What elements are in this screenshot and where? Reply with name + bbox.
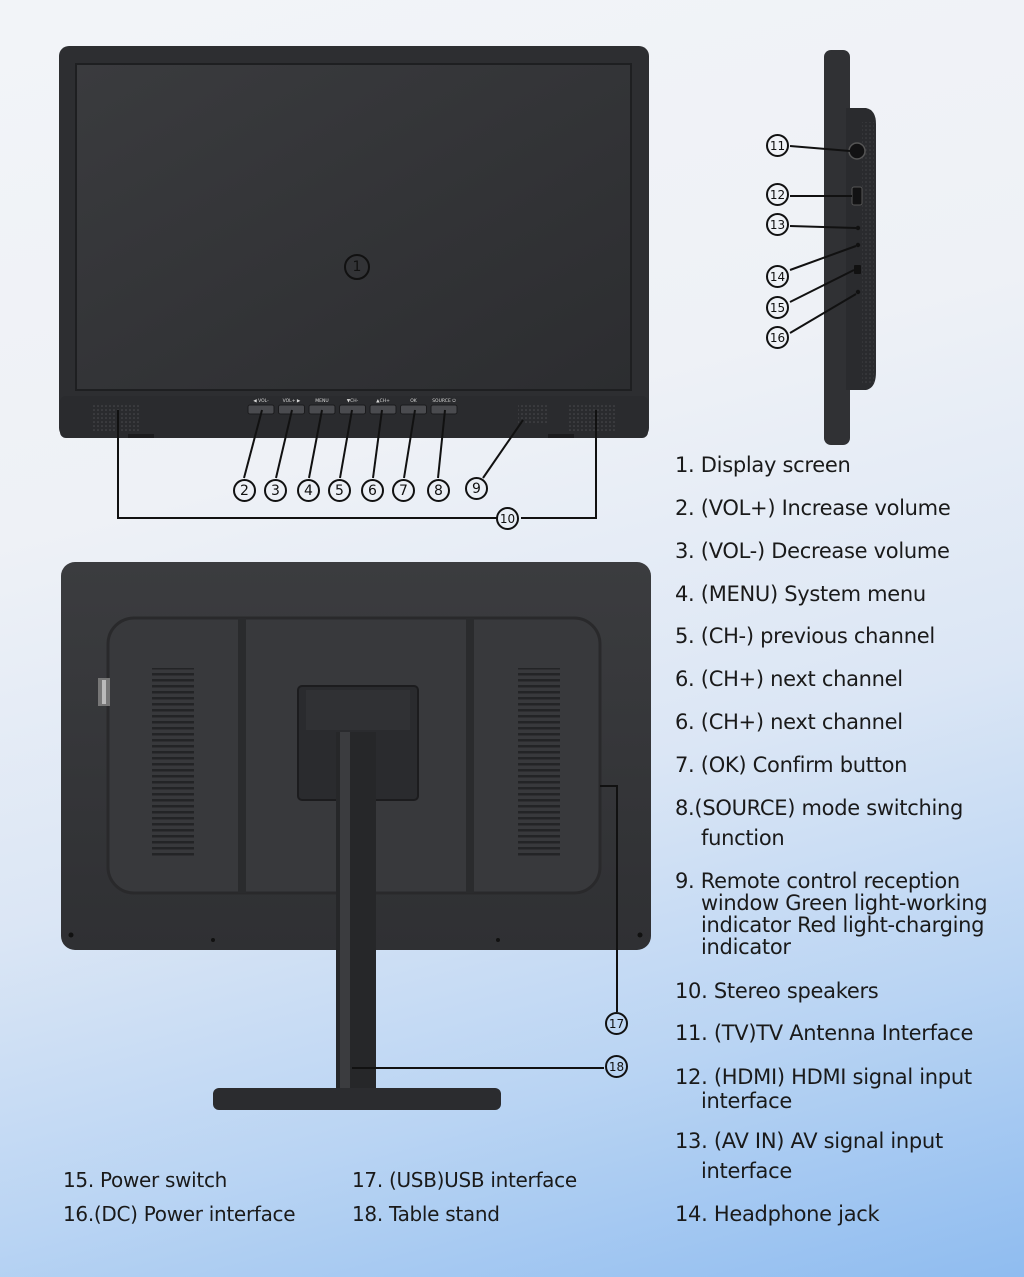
callout-17: 17 bbox=[605, 1012, 628, 1035]
spec-9: 9. Remote control reception window Green… bbox=[675, 869, 988, 959]
callout-11: 11 bbox=[766, 134, 789, 157]
callout-16: 16 bbox=[766, 326, 789, 349]
callout-18: 18 bbox=[605, 1055, 628, 1078]
front-button-5 bbox=[339, 404, 366, 415]
spec-13: 13. (AV IN) AV signal input interface bbox=[675, 1129, 943, 1183]
side-view-tv bbox=[824, 50, 876, 445]
front-speaker-left bbox=[92, 403, 140, 431]
side-callout-lines bbox=[789, 145, 857, 334]
front-button-label: SOURCE ⏻ bbox=[432, 398, 456, 404]
callout-5: 5 bbox=[328, 479, 351, 502]
front-callout-lines bbox=[117, 409, 597, 519]
ir-window bbox=[518, 405, 548, 423]
callout-8: 8 bbox=[427, 479, 450, 502]
spec-10: 10. Stereo speakers bbox=[675, 979, 879, 1003]
footer-item-18: 18. Table stand bbox=[352, 1202, 500, 1226]
callout-12: 12 bbox=[766, 183, 789, 206]
callout-14: 14 bbox=[766, 265, 789, 288]
spec-6a: 6. (CH+) next channel bbox=[675, 667, 903, 691]
back-callout-lines bbox=[352, 785, 618, 1069]
back-view-tv bbox=[61, 562, 651, 1110]
callout-10: 10 bbox=[496, 507, 519, 530]
front-speaker-right bbox=[568, 403, 616, 431]
front-view-tv: ◀ VOL- VOL+ ▶ MENU ▼CH- ▲CH+ OK SOURCE ⏻ bbox=[59, 46, 649, 438]
spec-2: 2. (VOL+) Increase volume bbox=[675, 496, 951, 520]
spec-1: 1. Display screen bbox=[675, 453, 851, 477]
footer-item-17: 17. (USB)USB interface bbox=[352, 1168, 577, 1192]
callout-2: 2 bbox=[233, 479, 256, 502]
front-button-label: ▲CH+ bbox=[376, 398, 390, 404]
footer-item-16: 16.(DC) Power interface bbox=[63, 1202, 296, 1226]
front-button-label: VOL+ ▶ bbox=[283, 398, 301, 404]
footer-item-15: 15. Power switch bbox=[63, 1168, 228, 1192]
spec-14: 14. Headphone jack bbox=[675, 1202, 880, 1226]
callout-4: 4 bbox=[297, 479, 320, 502]
hdmi-port bbox=[851, 186, 863, 206]
spec-12: 12. (HDMI) HDMI signal input interface bbox=[675, 1065, 972, 1113]
callout-9: 9 bbox=[465, 477, 488, 500]
front-button-label: MENU bbox=[315, 398, 328, 404]
spec-11: 11. (TV)TV Antenna Interface bbox=[675, 1021, 974, 1045]
spec-3: 3. (VOL-) Decrease volume bbox=[675, 539, 950, 563]
callout-1: 1 bbox=[344, 254, 370, 280]
callout-13: 13 bbox=[766, 213, 789, 236]
spec-5: 5. (CH-) previous channel bbox=[675, 624, 935, 648]
front-button-6 bbox=[369, 404, 397, 415]
callout-3: 3 bbox=[264, 479, 287, 502]
callout-7: 7 bbox=[392, 479, 415, 502]
spec-8: 8.(SOURCE) mode switching function bbox=[675, 796, 964, 850]
callout-6: 6 bbox=[361, 479, 384, 502]
front-button-7 bbox=[400, 404, 427, 415]
antenna-port bbox=[848, 142, 866, 160]
callout-15: 15 bbox=[766, 296, 789, 319]
front-button-label: ▼CH- bbox=[347, 398, 359, 404]
front-button-label: OK bbox=[410, 398, 418, 404]
spec-7: 7. (OK) Confirm button bbox=[675, 753, 908, 777]
front-button-label: ◀ VOL- bbox=[253, 398, 269, 404]
spec-4: 4. (MENU) System menu bbox=[675, 582, 926, 606]
spec-6b: 6. (CH+) next channel bbox=[675, 710, 903, 734]
